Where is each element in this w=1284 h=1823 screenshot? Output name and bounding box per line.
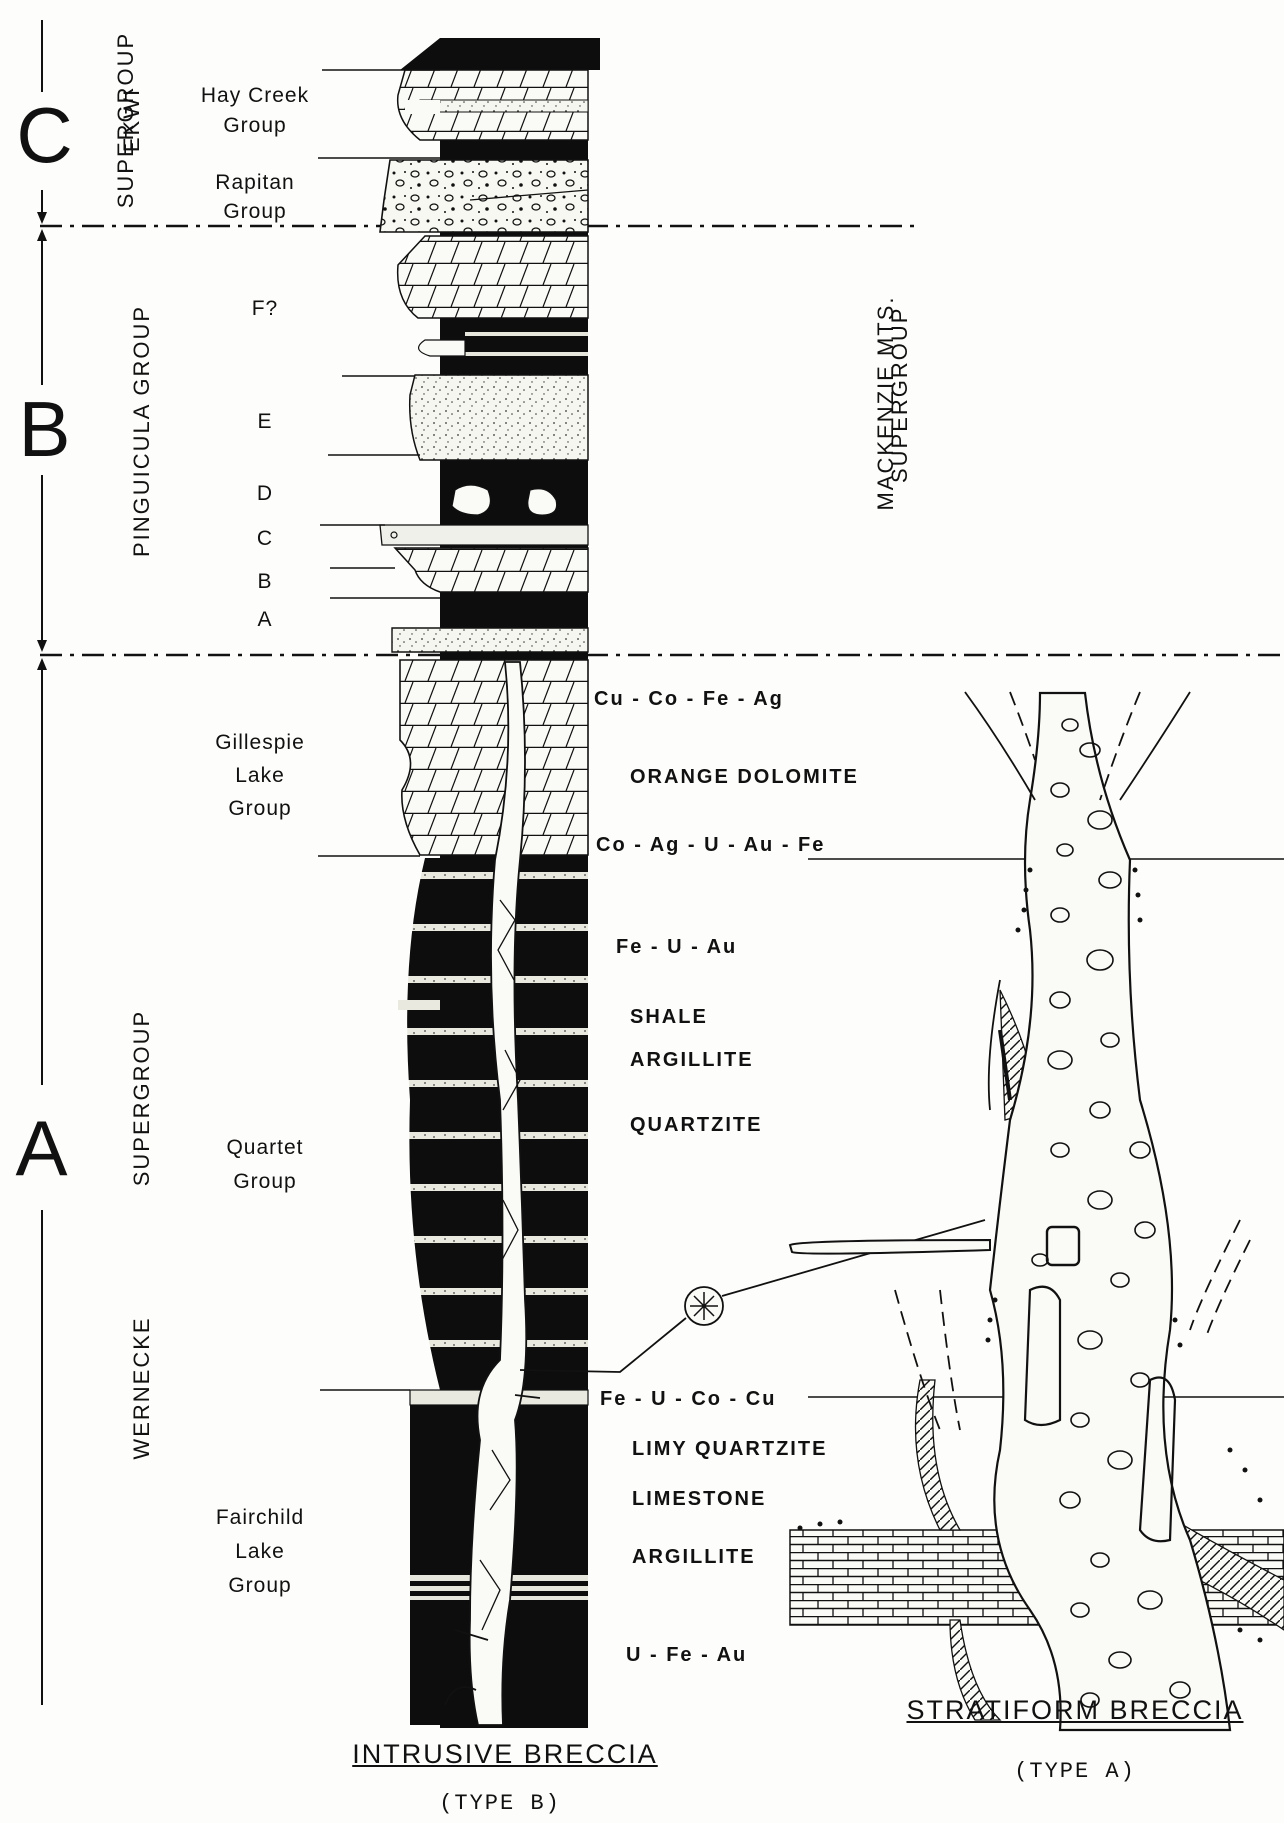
stratigraphic-column [380, 38, 600, 1728]
era-c-supergroup-line2: SUPERGROUP [113, 20, 139, 220]
limy-quartzite-label: LIMY QUARTZITE [632, 1437, 827, 1461]
era-a-supergroup-line2: SUPERGROUP [129, 998, 155, 1198]
era-a-supergroup-line1: WERNECKE [129, 1298, 155, 1478]
co-ag-u-au-fe-label: Co - Ag - U - Au - Fe [596, 833, 825, 857]
stratiform-breccia-title: STRATIFORM BRECCIA [885, 1698, 1265, 1722]
gillespie-group-line3: Group [185, 797, 335, 821]
fe-u-au-label: Fe - U - Au [616, 935, 737, 959]
era-a-letter: A [2, 1108, 82, 1188]
hay-creek-group-line2: Group [180, 114, 330, 138]
fairchild-group-line3: Group [185, 1574, 335, 1598]
shale-label: SHALE [630, 1005, 708, 1029]
quartet-group-line2: Group [190, 1170, 340, 1194]
rapitan-group-line1: Rapitan [180, 171, 330, 195]
intrusive-breccia-title: INTRUSIVE BRECCIA [330, 1742, 680, 1766]
argillite-label-2: ARGILLITE [632, 1545, 756, 1569]
unit-a-label: A [240, 608, 290, 632]
unit-e-label: E [240, 410, 290, 434]
quartet-group-line1: Quartet [190, 1136, 340, 1160]
era-c-letter: C [5, 95, 85, 175]
era-b-letter: B [5, 389, 85, 469]
hay-creek-group-line1: Hay Creek [180, 84, 330, 108]
fe-u-co-cu-label: Fe - U - Co - Cu [600, 1387, 776, 1411]
intrusive-breccia-type: (TYPE B) [400, 1792, 600, 1816]
unit-c-label: C [240, 527, 290, 551]
unit-b-label: B [240, 570, 290, 594]
gillespie-group-line1: Gillespie [185, 731, 335, 755]
orange-dolomite-label: ORANGE DOLOMITE [630, 765, 859, 789]
argillite-label-1: ARGILLITE [630, 1048, 754, 1072]
fairchild-group-line2: Lake [185, 1540, 335, 1564]
stratiform-breccia-type: (TYPE A) [985, 1760, 1165, 1784]
unit-f-label: F? [240, 297, 290, 321]
unit-d-label: D [240, 482, 290, 506]
era-b-group: PINGUICULA GROUP [129, 301, 155, 561]
limestone-label: LIMESTONE [632, 1487, 766, 1511]
fairchild-group-line1: Fairchild [185, 1506, 335, 1530]
rapitan-group-line2: Group [180, 200, 330, 224]
stratiform-breccia-drawing [790, 692, 1284, 1730]
mackenzie-line2: SUPERGROUP [887, 323, 913, 483]
gillespie-group-line2: Lake [185, 764, 335, 788]
u-fe-au-label: U - Fe - Au [626, 1643, 747, 1667]
quartzite-label: QUARTZITE [630, 1113, 762, 1137]
cu-co-fe-ag-label: Cu - Co - Fe - Ag [594, 687, 784, 711]
